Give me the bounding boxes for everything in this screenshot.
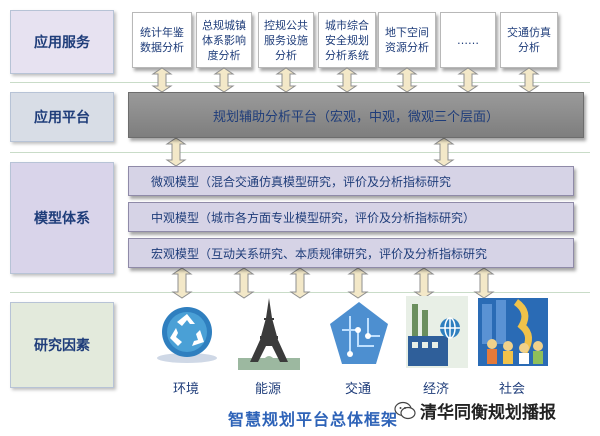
people-icon [478,298,548,366]
double-arrow [336,67,358,93]
model-bar-meso: 中观模型（城市各方面专业模型研究，评价及分析指标研究） [128,202,574,232]
circuit-map-icon [330,302,388,364]
separator-line [10,82,590,83]
double-arrow [457,67,479,93]
double-arrow [233,267,255,299]
app-box-traffic-simulation: 交通仿真分析 [500,12,558,68]
double-arrow [473,267,495,299]
platform-text: 规划辅助分析平台（宏观，中观，微观三个层面） [212,109,499,125]
double-arrow [151,67,173,93]
double-arrow [413,267,435,299]
factory-globe-icon [406,296,468,368]
separator-line [10,152,590,153]
factor-label-environment: 环境 [172,382,199,397]
tower-icon [238,298,300,370]
app-box-public-service: 控规公共服务设施分析 [258,12,314,68]
double-arrow [171,267,193,299]
wechat-icon [394,401,416,419]
factor-label-economy: 经济 [422,382,449,397]
model-meso-text: 中观模型（城市各方面专业模型研究，评价及分析指标研究） [151,210,476,225]
double-arrow [347,267,369,299]
app-box-ellipsis: …… [440,12,496,68]
model-micro-text: 微观模型（混合交通仿真模型研究，评价及分析指标研究 [151,174,452,189]
factor-label-energy: 能源 [254,382,281,397]
layer-label-application-services: 应用服务 [10,10,114,74]
factor-label-society: 社会 [498,382,525,397]
layer-label-application-platform: 应用平台 [10,92,114,142]
double-arrow [433,137,455,167]
app-box-urban-safety: 城市综合安全规划分析系统 [318,12,376,68]
double-arrow [289,267,311,299]
double-arrow [275,67,297,93]
recycle-icon [157,307,217,363]
factor-label-traffic: 交通 [344,382,371,397]
app-box-underground-space: 地下空间资源分析 [378,12,436,68]
double-arrow [518,67,540,93]
double-arrow [165,137,187,167]
app-box-urban-system: 总规城镇体系影响度分析 [196,12,252,68]
watermark-text: 清华同衡规划播报 [420,403,556,423]
model-bar-macro: 宏观模型（互动关系研究、本质规律研究，评价及分析指标研究 [128,238,574,268]
double-arrow [396,67,418,93]
platform-bar: 规划辅助分析平台（宏观，中观，微观三个层面） [128,92,584,138]
watermark: 清华同衡规划播报 [394,398,556,423]
layer-label-research-factors: 研究因素 [10,302,114,388]
double-arrow [213,67,235,93]
model-bar-micro: 微观模型（混合交通仿真模型研究，评价及分析指标研究 [128,166,574,196]
layer-label-model-system: 模型体系 [10,162,114,274]
model-macro-text: 宏观模型（互动关系研究、本质规律研究，评价及分析指标研究 [151,246,488,261]
diagram-title: 智慧规划平台总体框架 [228,410,399,429]
